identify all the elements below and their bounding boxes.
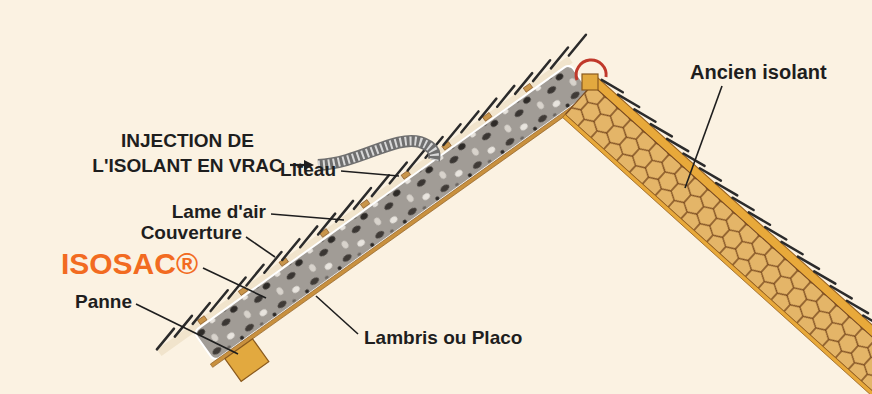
left-roof-slope <box>153 35 634 394</box>
right-roof-slope <box>563 74 872 394</box>
part-label: Ancien isolant <box>690 61 827 84</box>
ridge-beam <box>582 74 598 90</box>
leader-lines <box>136 86 722 354</box>
product-label: ISOSAC® <box>61 247 198 282</box>
part-label: Lame d'air <box>172 201 266 223</box>
part-label: Lambris ou Placo <box>364 327 522 349</box>
ridge-tile <box>576 60 606 80</box>
part-label: Couverture <box>141 222 242 244</box>
part-label: Panne <box>75 291 132 313</box>
part-label: Liteau <box>280 159 336 181</box>
part-label: INJECTION DE L'ISOLANT EN VRAC <box>75 128 300 178</box>
